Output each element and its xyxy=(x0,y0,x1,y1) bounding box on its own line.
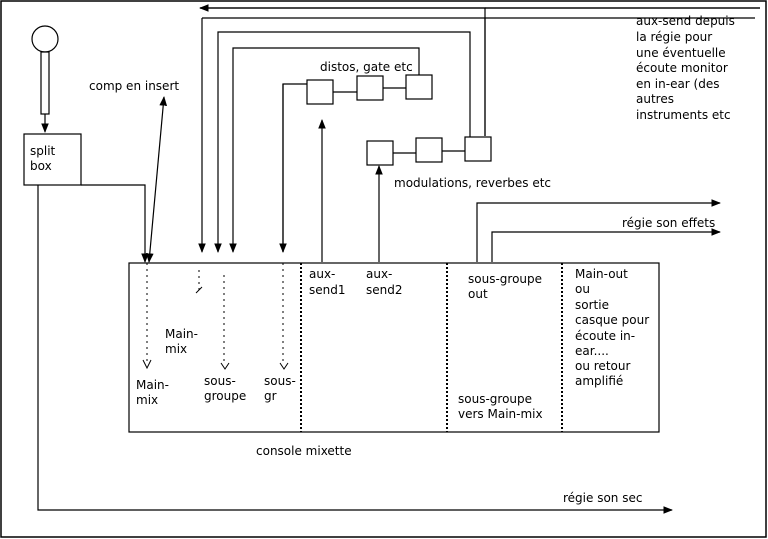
effect-box-3 xyxy=(405,74,433,100)
sous-groupe-vers-label: sous-groupe vers Main-mix xyxy=(458,392,543,421)
main-out-label: Main-out ou sortie casque pour écoute in… xyxy=(575,267,653,388)
sous-groupe-out-arrow-2 xyxy=(491,228,721,262)
main-mix-dotted-head xyxy=(142,359,152,370)
console-box xyxy=(128,262,660,433)
effect-box-2 xyxy=(356,75,384,101)
main-mix-upper-head xyxy=(195,286,203,294)
sous-gr-label: sous- gr xyxy=(264,374,300,403)
sous-groupe-dotted-head xyxy=(220,362,230,370)
regie-son-sec-label: régie son sec xyxy=(563,491,642,505)
microphone-icon xyxy=(31,25,59,115)
comp-insert-arrow xyxy=(145,96,168,263)
split-to-console-arrow xyxy=(81,184,149,263)
split-to-regie-sec-arrow xyxy=(37,185,673,514)
effect-box-1 xyxy=(306,79,334,105)
sous-groupe-label: sous- groupe xyxy=(204,374,246,403)
comp-insert-label: comp en insert xyxy=(89,79,179,93)
distos-label: distos, gate etc xyxy=(320,60,413,74)
aux-send-note: aux-send depuis la régie pour une éventu… xyxy=(636,14,739,122)
aux-send1-label: aux- send1 xyxy=(309,267,346,297)
effect-box-4 xyxy=(366,140,394,166)
regie-son-effets-label: régie son effets xyxy=(622,216,715,230)
main-mix-lower-label: Main- mix xyxy=(136,378,173,407)
sous-gr-dotted-head xyxy=(279,362,289,370)
main-mix-upper-label: Main- mix xyxy=(165,327,202,356)
aux-send2-label: aux- send2 xyxy=(366,267,403,297)
split-box xyxy=(23,133,82,186)
distos-return-arrow xyxy=(229,47,420,253)
sous-groupe-out-label: sous-groupe out xyxy=(468,272,546,301)
sous-groupe-out-arrow-1 xyxy=(476,199,721,262)
split-box-label: split box xyxy=(30,144,59,173)
effect-box-6 xyxy=(464,136,492,162)
aux-return-arrow-2 xyxy=(214,31,471,253)
distos-feed-line xyxy=(282,83,307,252)
modulations-label: modulations, reverbes etc xyxy=(394,176,551,190)
console-label: console mixette xyxy=(256,444,352,458)
effect-box-5 xyxy=(415,137,443,163)
